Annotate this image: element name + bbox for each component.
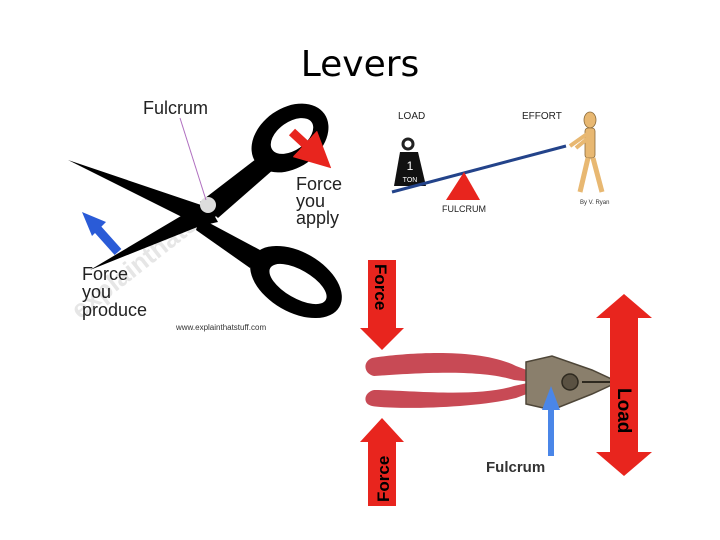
seesaw-load-label: LOAD [398,111,425,122]
pliers-handle-bottom [365,382,532,408]
seesaw-beam [391,144,567,194]
scissors-diagram: explainthatstuff Fulcrum Force you apply… [60,90,360,342]
pliers-pivot [561,373,579,391]
weight-hook [401,137,415,151]
scissors-blade-lower [90,200,222,270]
pliers-fulcrum-label: Fulcrum [486,459,545,476]
weight-number: 1 [407,159,414,173]
scissors-arm-lower [196,218,260,268]
force-bottom-label: Force [374,456,393,502]
fulcrum-arrow [542,386,560,456]
seesaw-effort-label: EFFORT [522,111,562,122]
load-label: Load [613,388,634,433]
slide-title: Levers [300,44,420,85]
force-bottom-arrow: Force [360,418,404,506]
scissors-fulcrum-label: Fulcrum [143,98,208,118]
seesaw-credit: By V. Ryan [580,200,609,206]
weight-block [394,152,426,186]
force-apply-label: Force you apply [296,174,347,228]
seesaw-fulcrum [446,172,480,200]
scissors-blade-upper [68,160,218,226]
scissors-pivot [200,197,216,213]
seesaw-fulcrum-label: FULCRUM [442,204,486,214]
force-produce-label: Force you produce [82,264,147,320]
seesaw-diagram: LOAD EFFORT 1 TON FULCRUM By V. Ryan [384,100,620,214]
scissors-credit: www.explainthatstuff.com [175,323,266,332]
effort-figure [568,111,605,193]
fulcrum-pointer-line [179,117,207,201]
pliers-handle-top [365,353,532,382]
pliers-diagram: Force Force Load Fulcrum [356,258,656,508]
force-top-arrow: Force [360,260,404,350]
weight-unit: TON [403,177,418,184]
force-apply-arrow [288,128,332,169]
scissors-arm-upper [200,152,282,218]
load-arrow: Load [596,294,652,476]
force-top-label: Force [371,264,390,310]
